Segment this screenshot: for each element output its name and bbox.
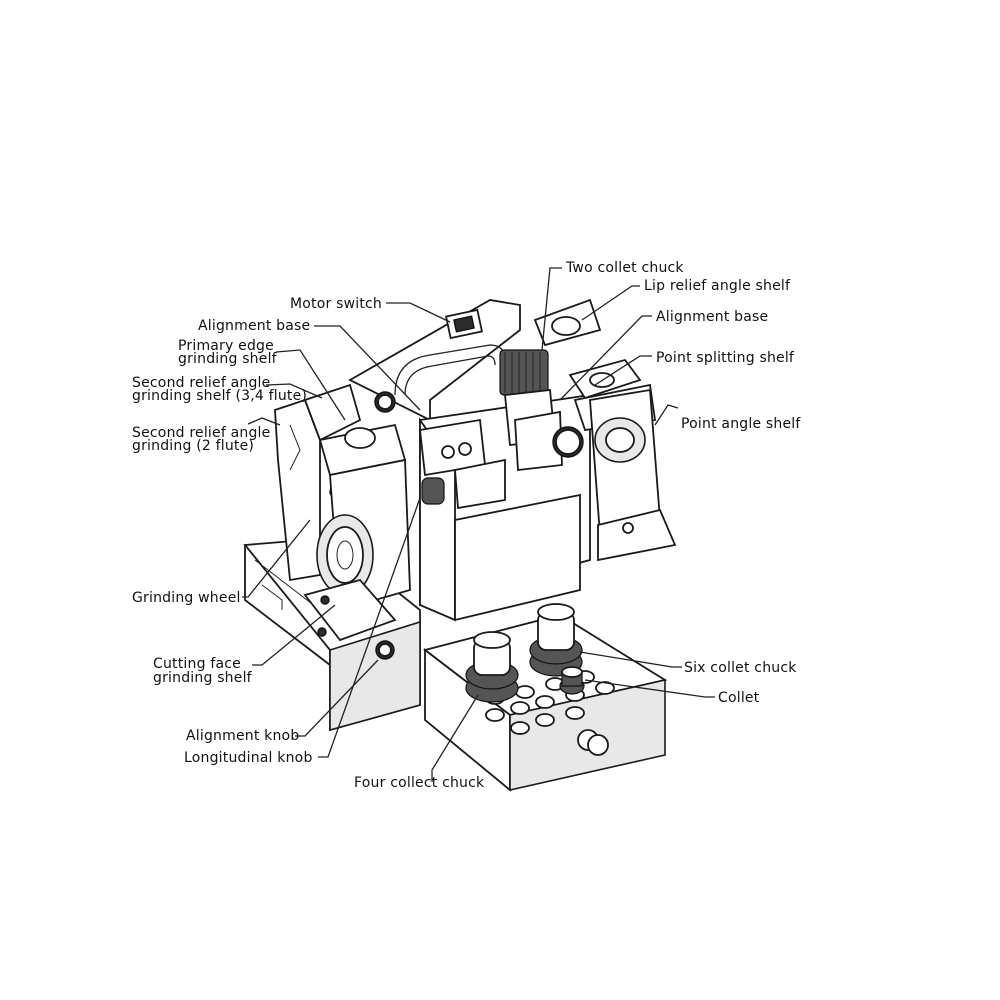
label-second-relief-34-2: grinding shelf (3,4 flute) xyxy=(132,388,307,404)
label-second-relief-2-1: Second relief angle xyxy=(132,425,270,441)
two-collet-chuck xyxy=(499,349,563,472)
leader-lines xyxy=(242,267,715,782)
label-second-relief-34-1: Second relief angle xyxy=(132,375,270,391)
label-cutting-face-1: Cutting face xyxy=(153,656,241,672)
collet xyxy=(559,666,585,695)
labels: Two collet chuck Lip relief angle shelf … xyxy=(132,260,801,791)
label-primary-edge-1: Primary edge xyxy=(178,338,274,354)
label-alignment-base-left: Alignment base xyxy=(198,318,310,334)
grinding-wheel xyxy=(303,514,397,642)
label-four-collect-chuck: Four collect chuck xyxy=(354,775,485,791)
four-collect-chuck xyxy=(465,631,519,703)
label-alignment-knob: Alignment knob xyxy=(186,728,299,744)
label-second-relief-2-2: grinding (2 flute) xyxy=(132,438,254,454)
label-six-collet-chuck: Six collet chuck xyxy=(684,660,797,676)
label-primary-edge-2: grinding shelf xyxy=(178,351,278,367)
label-point-angle-shelf: Point angle shelf xyxy=(681,416,801,432)
label-lip-relief-angle-shelf: Lip relief angle shelf xyxy=(644,278,791,294)
label-two-collet-chuck: Two collet chuck xyxy=(565,260,684,276)
label-motor-switch: Motor switch xyxy=(290,296,382,312)
label-alignment-base-right: Alignment base xyxy=(656,309,768,325)
label-point-splitting-shelf: Point splitting shelf xyxy=(656,350,795,366)
label-cutting-face-2: grinding shelf xyxy=(153,670,253,686)
drawer xyxy=(422,603,668,792)
machine-illustration xyxy=(243,298,677,792)
label-grinding-wheel: Grinding wheel xyxy=(132,590,241,606)
six-collet-chuck xyxy=(529,603,583,677)
alignment-block-left xyxy=(419,418,506,510)
label-longitudinal-knob: Longitudinal knob xyxy=(184,750,313,766)
label-collet: Collet xyxy=(718,690,760,706)
